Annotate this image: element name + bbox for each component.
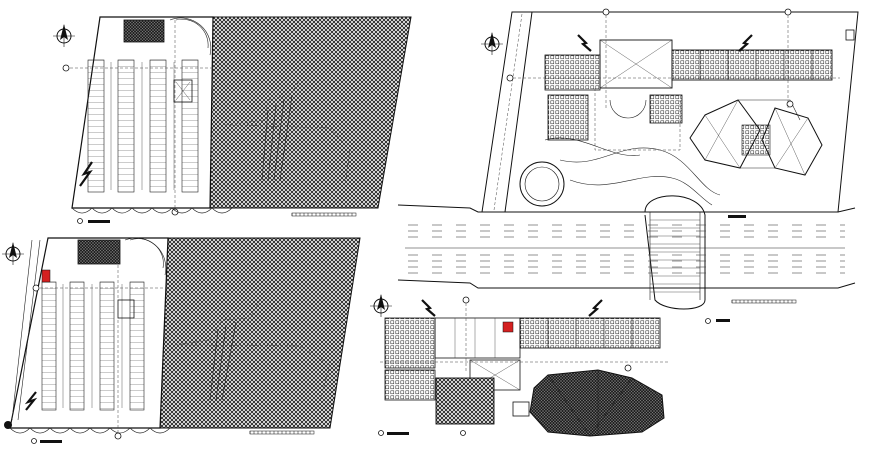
roof-hatch <box>435 377 495 425</box>
section-marker-icon <box>588 299 603 317</box>
north-arrow-icon <box>1 241 25 266</box>
north-arrow-icon <box>480 31 504 56</box>
classroom-block <box>544 39 833 141</box>
north-arrow-icon <box>52 23 76 48</box>
site-plan <box>397 8 859 324</box>
section-marker-icon <box>421 299 436 317</box>
section-marker-icon <box>24 391 38 411</box>
grid-bubble-icon <box>602 8 610 16</box>
grid-bubble-icon <box>32 284 40 292</box>
accent-red-room <box>41 269 51 283</box>
grid-bubble-icon <box>114 432 122 440</box>
section-marker-icon <box>738 34 753 52</box>
scale-bar <box>731 299 797 304</box>
ground-floor-plan <box>369 293 670 437</box>
basement-parking-level-2 <box>1 237 361 444</box>
classroom-block <box>384 317 661 401</box>
grid-bubble-icon <box>784 8 792 16</box>
hatched-earth-zone <box>209 16 412 209</box>
auditorium-wing <box>689 99 823 176</box>
accent-red-room <box>502 321 514 333</box>
parking-outline <box>71 16 214 209</box>
grid-bubble-icon <box>624 364 632 372</box>
section-marker-icon <box>79 161 93 187</box>
section-marker-icon <box>577 34 592 52</box>
title-bar <box>40 440 62 443</box>
hatched-earth-zone <box>159 237 361 429</box>
grid-bubble-icon <box>62 64 70 72</box>
parking-stalls <box>87 59 199 193</box>
contour-line <box>224 79 301 126</box>
ramp-curve <box>169 17 212 56</box>
roof-hatch <box>529 369 665 437</box>
title-bar <box>387 432 409 435</box>
ramp-block <box>123 19 165 43</box>
title-bar <box>88 220 110 223</box>
scale-bar <box>249 430 315 435</box>
pedestrian-bridge <box>644 195 706 310</box>
north-arrow-icon <box>369 293 393 318</box>
grid-bubble-icon <box>506 74 514 82</box>
landscape-plaza <box>519 88 721 207</box>
scale-bar <box>291 212 357 217</box>
core-lift <box>173 79 193 103</box>
highway <box>397 204 856 289</box>
ramp-block <box>77 239 121 265</box>
basement-parking-level-1 <box>52 16 412 224</box>
grid-bubble-icon <box>462 296 470 304</box>
parking-stalls <box>41 281 145 411</box>
